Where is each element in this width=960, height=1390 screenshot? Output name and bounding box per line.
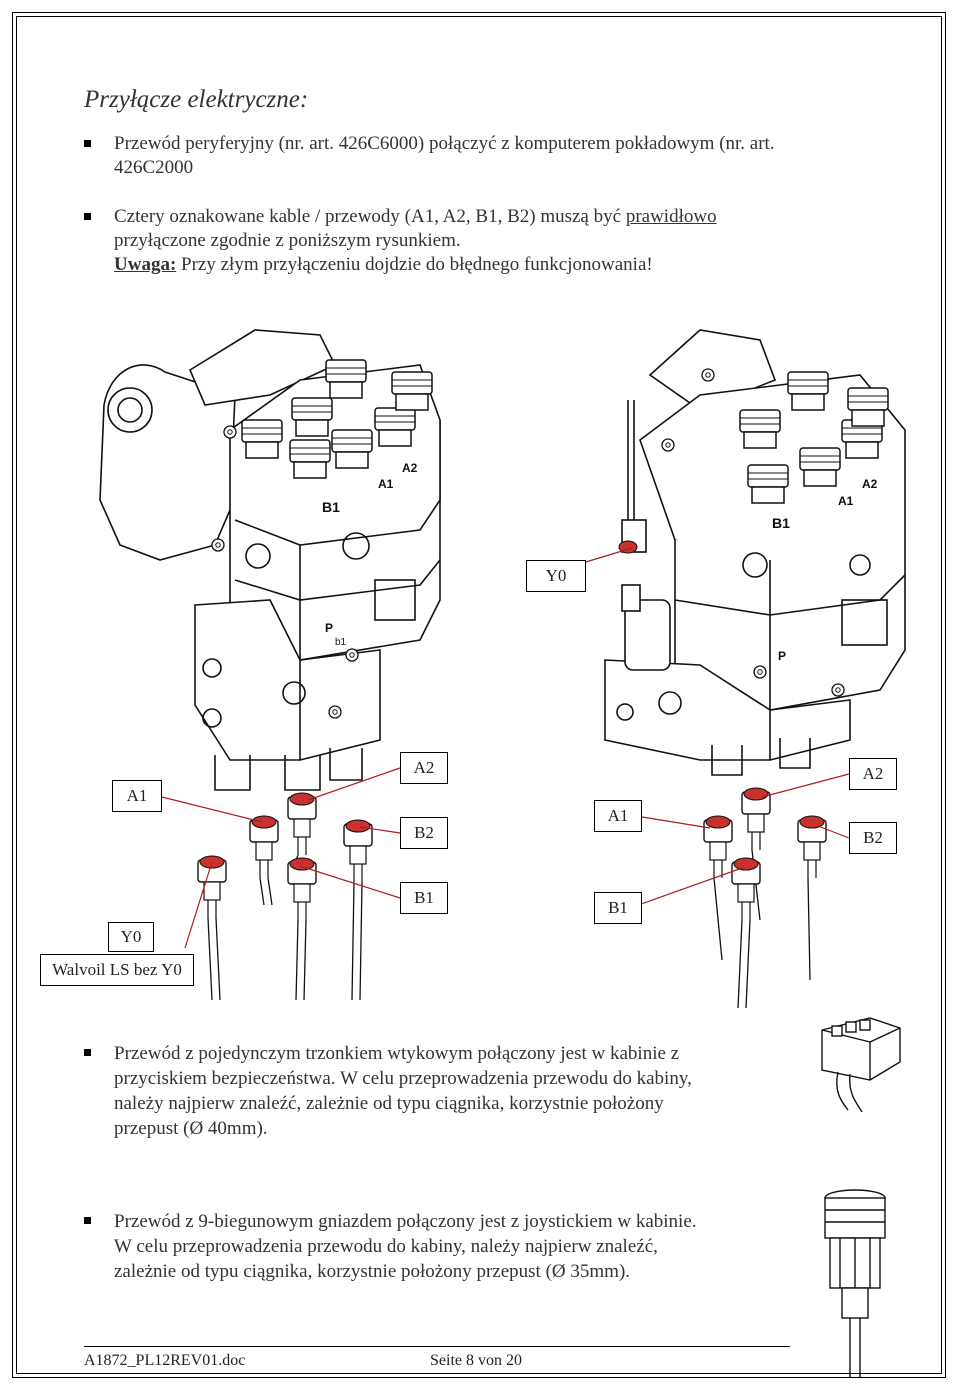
page-border-inner	[16, 16, 942, 1374]
callout-a2-left: A2	[400, 752, 448, 784]
bullet-joystick-cable: Przewód z 9-biegunowym gniazdem połączon…	[84, 1209, 774, 1284]
bullet-four-cables: Cztery oznakowane kable / przewody (A1, …	[84, 205, 878, 277]
callout-b1-left: B1	[400, 882, 448, 914]
svg-text:b1: b1	[335, 637, 347, 648]
warning-label: Uwaga:	[114, 254, 177, 275]
bullet-peripheral-cable: Przewód peryferyjny (nr. art. 426C6000) …	[84, 132, 878, 180]
callout-b2-left: B2	[400, 817, 448, 849]
bullet-line: przepust (Ø 40mm).	[114, 1118, 268, 1139]
callout-b2-right: B2	[849, 822, 897, 854]
bullet-line: należy najpierw znaleźć, zależnie od typ…	[114, 1093, 664, 1114]
callout-y0-right: Y0	[526, 560, 586, 592]
svg-text:A2: A2	[402, 461, 418, 475]
warning-text: Przy złym przyłączeniu dojdzie do błędne…	[176, 254, 653, 275]
bullet-line: W celu przeprowadzenia przewodu do kabin…	[114, 1236, 658, 1257]
underlined-word: prawidłowo	[625, 206, 717, 227]
right-cable-connectors	[703, 787, 827, 1009]
bullet-line: przyłączone zgodnie z poniższym rysunkie…	[114, 230, 461, 251]
right-valve-assembly: B1 A1 A2 P	[604, 329, 906, 776]
bullet-line: Przewód z 9-biegunowym gniazdem połączon…	[114, 1211, 697, 1232]
callout-a1-right: A1	[594, 800, 642, 832]
footer-page-number: Seite 8 von 20	[430, 1352, 522, 1369]
nine-pin-plug-icon	[824, 1189, 886, 1378]
callout-a2-right: A2	[849, 758, 897, 790]
bullet-line: zależnie od typu ciągnika, korzystnie po…	[114, 1261, 631, 1282]
svg-text:B1: B1	[772, 515, 790, 531]
bullet-line: 426C2000	[114, 157, 194, 178]
single-pin-connector-icon	[821, 1017, 901, 1113]
left-valve-assembly: B1 A1 A2 P b1	[99, 329, 441, 791]
callout-y0-left: Y0	[108, 922, 154, 952]
callout-a1-left: A1	[112, 780, 162, 812]
warning-line: Uwaga: Przy złym przyłączeniu dojdzie do…	[114, 253, 878, 277]
bullet-square-icon	[84, 213, 91, 220]
section-heading: Przyłącze elektryczne:	[84, 86, 309, 113]
bullet-line: Przewód peryferyjny (nr. art. 426C6000) …	[114, 133, 775, 154]
footer-doc-name: A1872_PL12REV01.doc	[84, 1352, 246, 1369]
svg-text:A1: A1	[378, 477, 394, 491]
svg-text:P: P	[778, 649, 786, 663]
bullet-safety-button-cable: Przewód z pojedynczym trzonkiem wtykowym…	[84, 1041, 774, 1141]
bullet-square-icon	[84, 1049, 91, 1056]
text-span: Cztery oznakowane kable / przewody (A1, …	[114, 206, 626, 227]
svg-text:A2: A2	[862, 477, 878, 491]
page-border-outer	[12, 12, 946, 1378]
bullet-square-icon	[84, 140, 91, 147]
bullet-line: przyciskiem bezpieczeństwa. W celu przep…	[114, 1068, 692, 1089]
bullet-line: Przewód z pojedynczym trzonkiem wtykowym…	[114, 1043, 680, 1064]
callout-b1-right: B1	[594, 892, 642, 924]
svg-text:P: P	[325, 621, 333, 635]
footer-rule	[84, 1346, 790, 1347]
left-cable-connectors	[197, 792, 373, 1001]
bullet-line: Cztery oznakowane kable / przewody (A1, …	[114, 205, 878, 229]
svg-text:A1: A1	[838, 494, 854, 508]
bullet-square-icon	[84, 1217, 91, 1224]
svg-text:B1: B1	[322, 499, 340, 515]
caption-walvoil: Walvoil LS bez Y0	[40, 954, 194, 986]
